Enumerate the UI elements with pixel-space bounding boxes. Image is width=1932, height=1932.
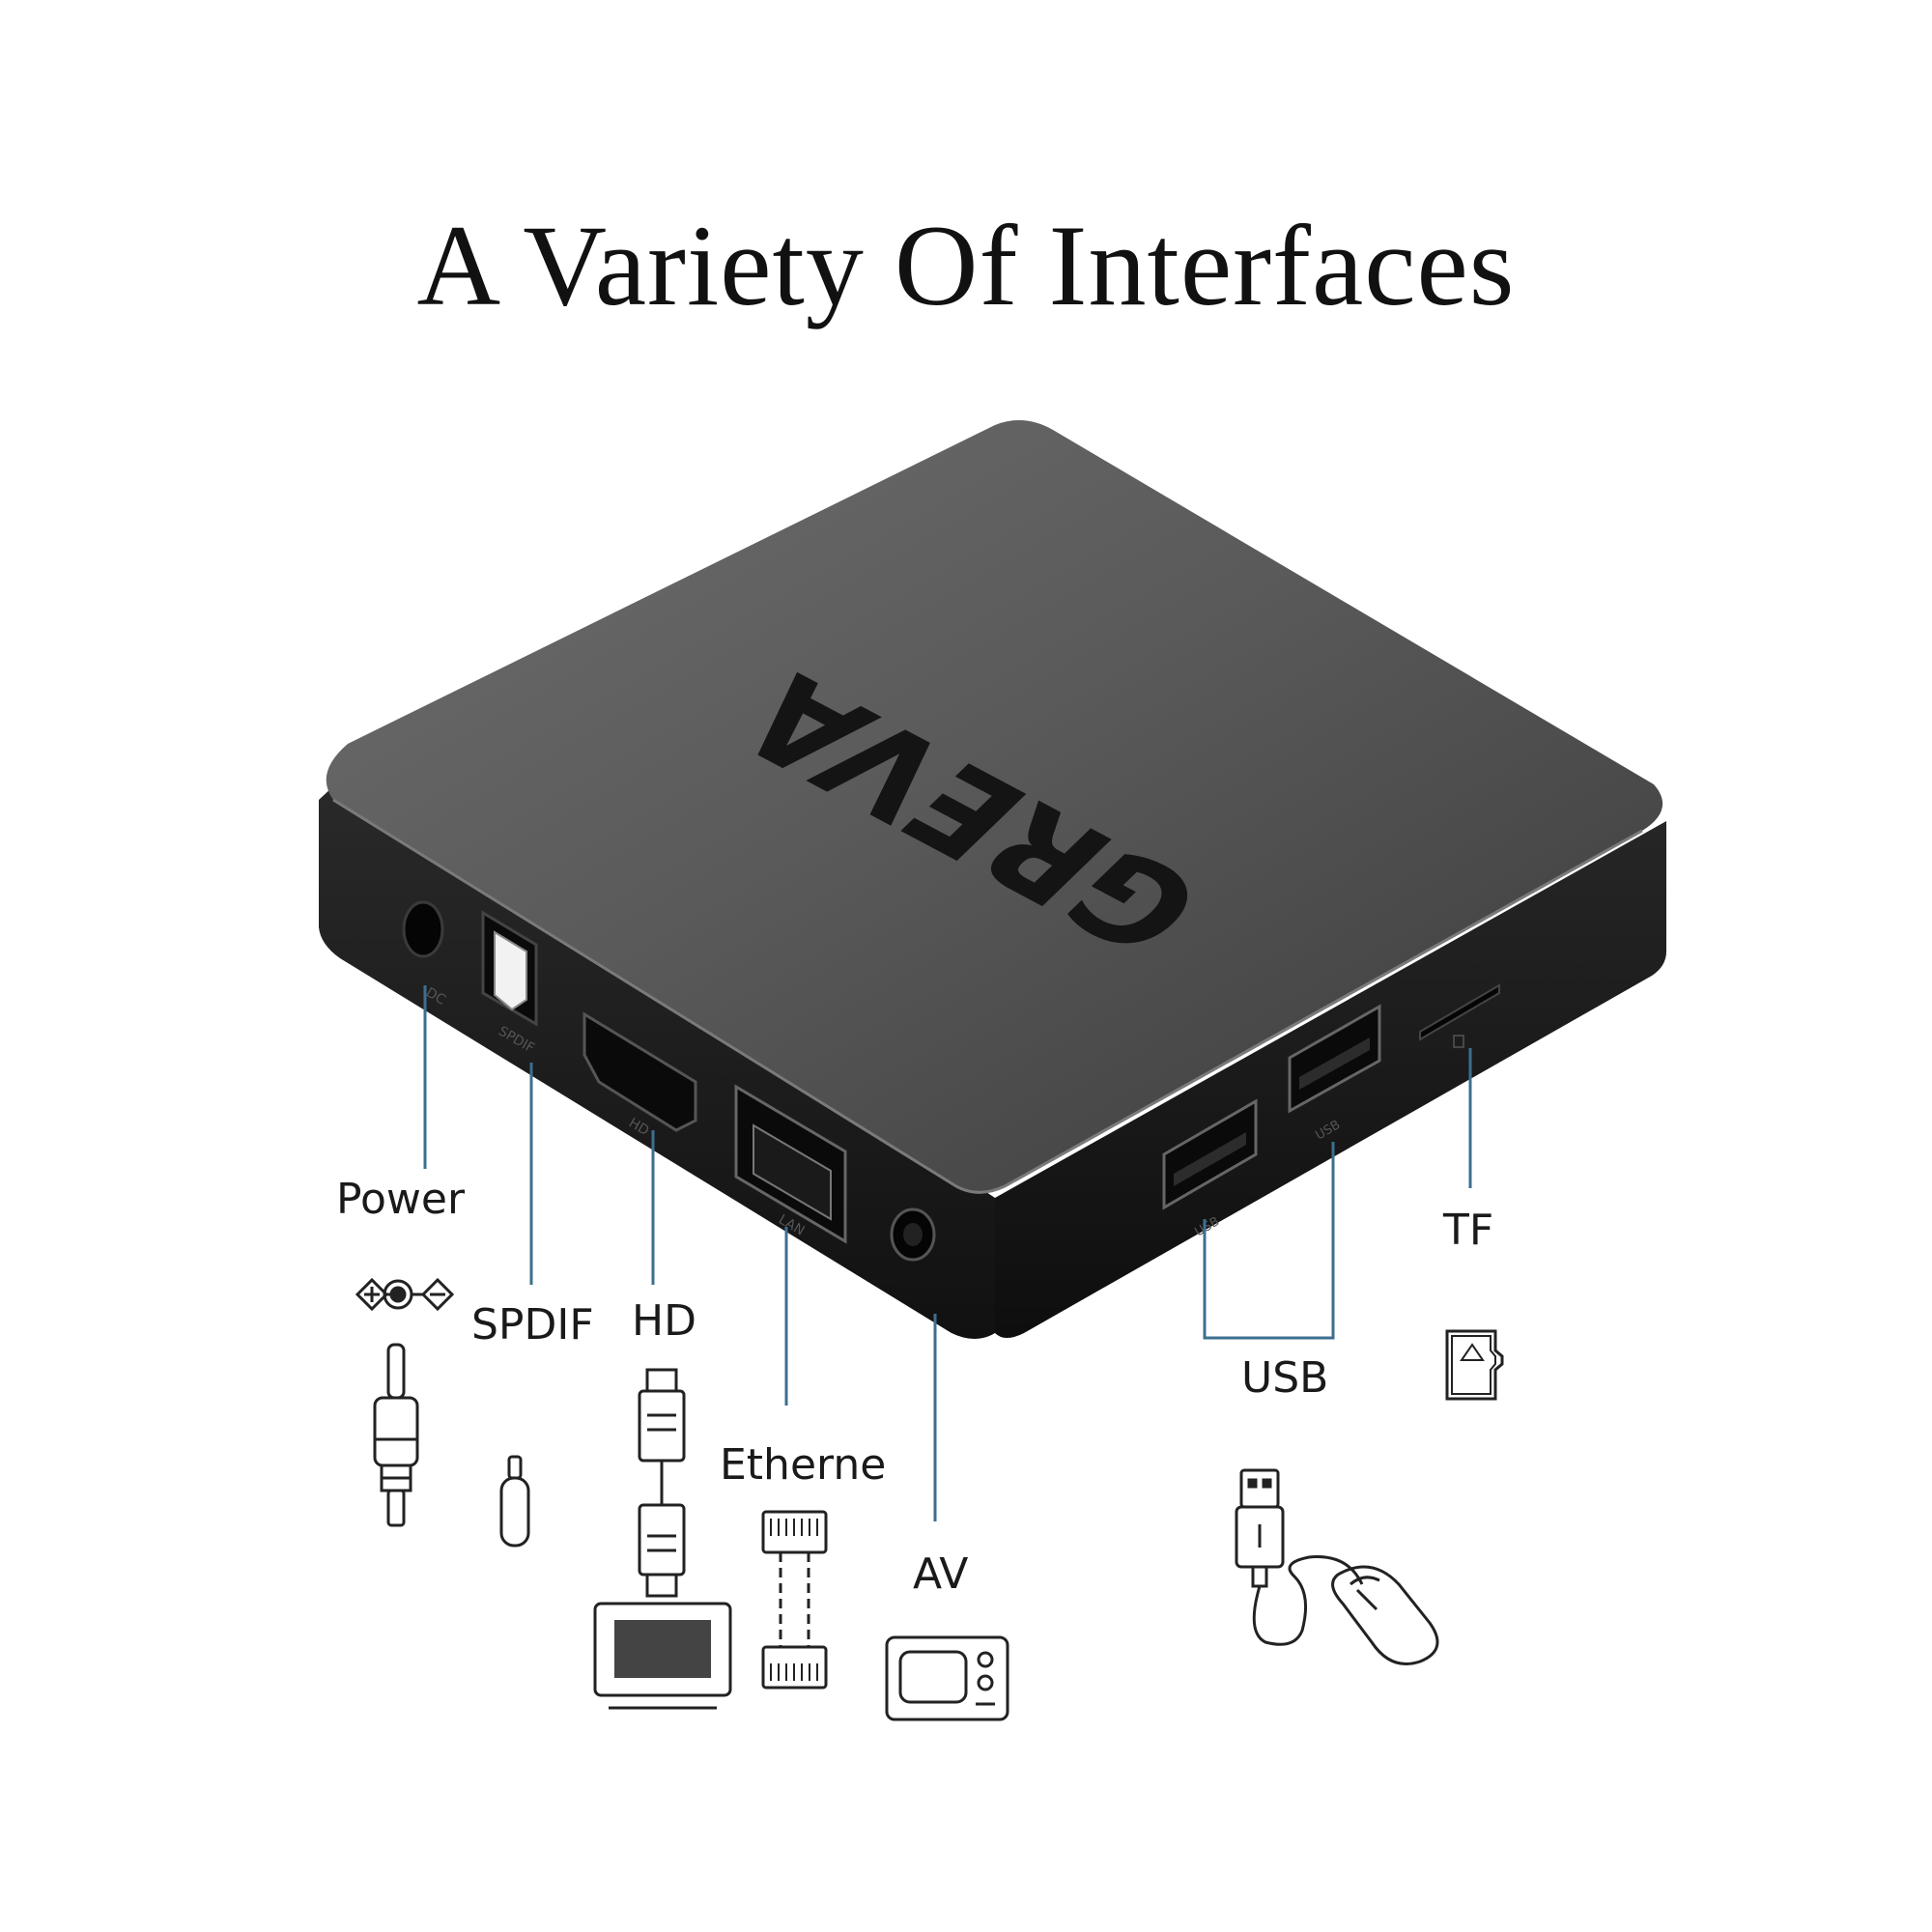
usb-plug-icon	[1235, 1468, 1285, 1588]
label-usb: USB	[1241, 1353, 1329, 1403]
monitor-icon	[593, 1602, 732, 1710]
power-plug-icon	[373, 1343, 419, 1527]
label-av: AV	[913, 1549, 969, 1599]
page-title: A Variety Of Interfaces	[416, 201, 1516, 329]
optical-plug-icon	[499, 1455, 530, 1548]
label-ethernet: Etherne	[720, 1440, 887, 1490]
box-top-face	[326, 420, 1663, 1193]
port-av	[890, 1208, 936, 1262]
ethernet-cable-icon	[761, 1510, 828, 1690]
tv-icon	[885, 1635, 1009, 1721]
dc-polarity-icon	[355, 1277, 455, 1312]
label-hd: HD	[632, 1296, 696, 1346]
label-tf: TF	[1443, 1206, 1494, 1255]
label-spdif: SPDIF	[471, 1300, 594, 1350]
sd-card-icon	[1445, 1329, 1504, 1401]
port-tf	[1419, 983, 1500, 1048]
label-power: Power	[336, 1175, 466, 1224]
leader-lines	[423, 985, 1472, 1521]
port-ethernet: LAN	[734, 1084, 847, 1244]
mouse-icon	[1252, 1555, 1439, 1665]
port-usb-2: USB	[1288, 1004, 1381, 1143]
hdmi-cable-icon	[638, 1368, 686, 1598]
